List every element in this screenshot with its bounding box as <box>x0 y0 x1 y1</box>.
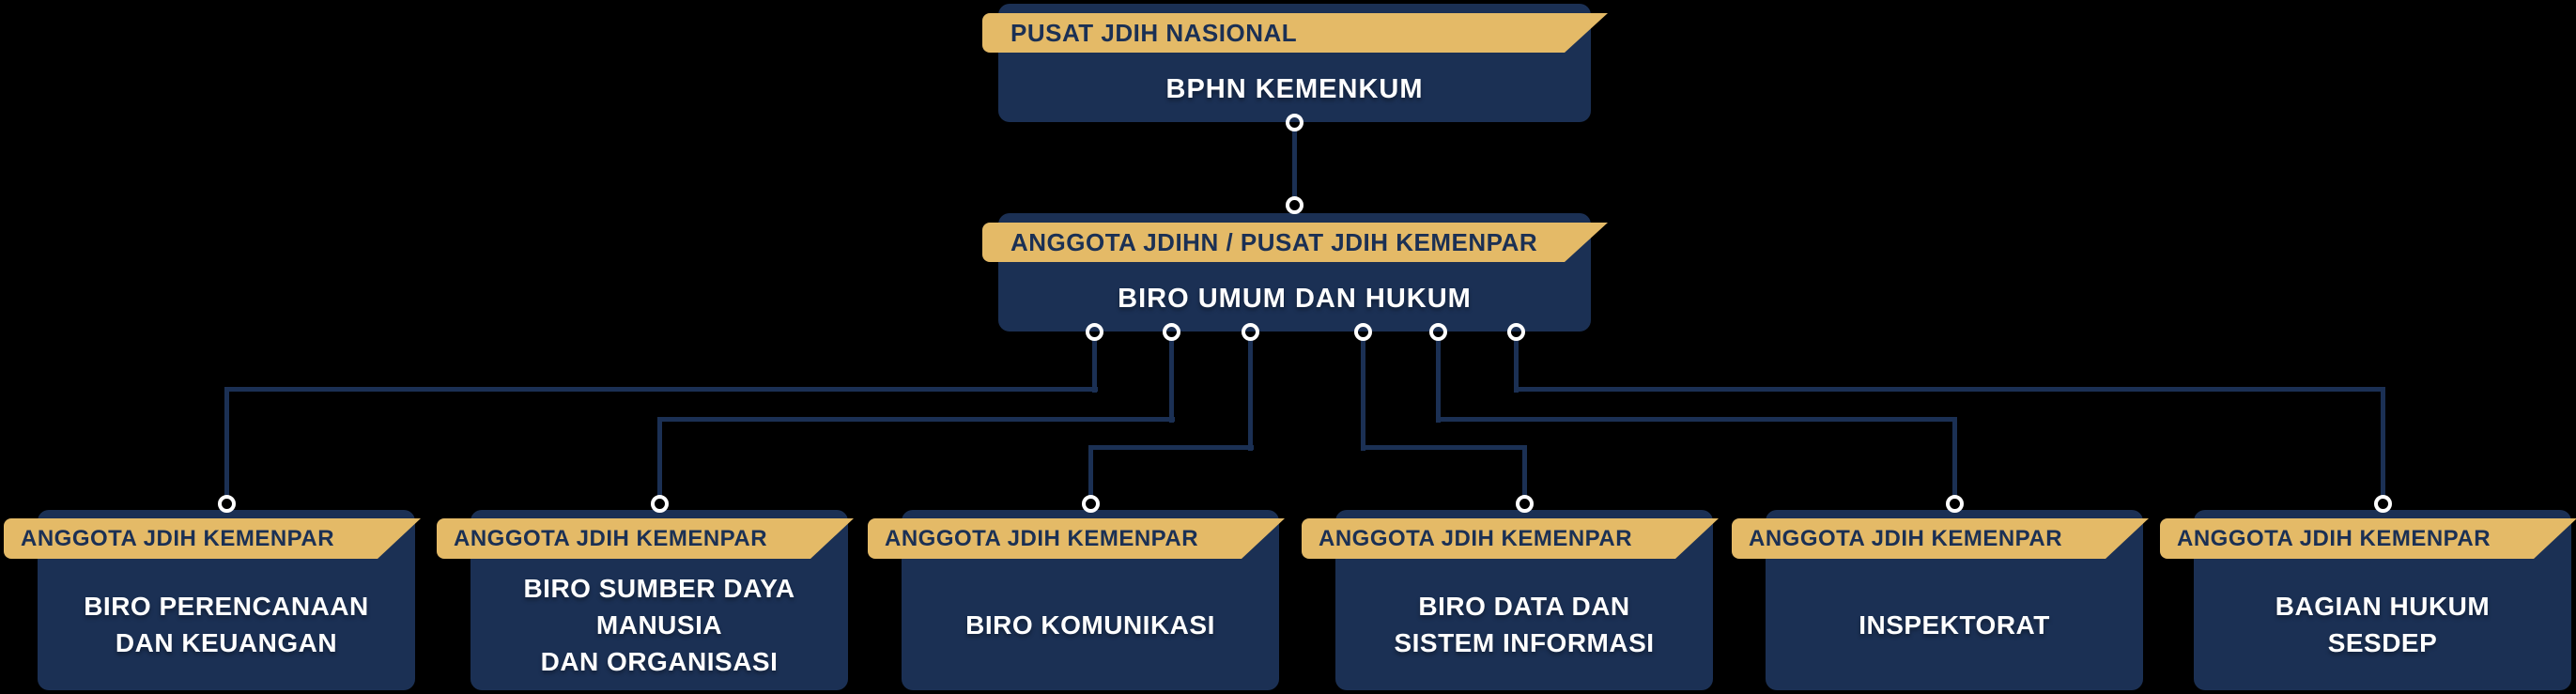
connector-child1-v2 <box>224 388 229 495</box>
child6-title: BAGIAN HUKUM SESDEP <box>2275 592 2491 657</box>
connector-child5-h <box>1436 417 1957 422</box>
middle-bottom-connector-circle-6 <box>1507 322 1525 341</box>
root-banner-label: PUSAT JDIH NASIONAL <box>1010 18 1298 47</box>
middle-bottom-connector-circle-2 <box>1163 322 1180 341</box>
root-title: BPHN KEMENKUM <box>1165 73 1424 104</box>
connector-child3-v2 <box>1088 446 1093 495</box>
org-node-child-6: ANGGOTA JDIH KEMENPAR BAGIAN HUKUM SESDE… <box>2194 495 2571 690</box>
root-bottom-connector-circle <box>1286 113 1303 131</box>
org-node-child-3: ANGGOTA JDIH KEMENPAR BIRO KOMUNIKASI <box>902 495 1279 690</box>
middle-bottom-connector-circle-4 <box>1354 322 1372 341</box>
org-node-child-4: ANGGOTA JDIH KEMENPAR BIRO DATA DAN SIST… <box>1335 495 1713 690</box>
child3-banner-ribbon: ANGGOTA JDIH KEMENPAR <box>868 518 1285 559</box>
connector-child5-v2 <box>1952 418 1957 495</box>
connector-child6-v2 <box>2381 388 2385 495</box>
middle-banner-label: ANGGOTA JDIHN / PUSAT JDIH KEMENPAR <box>1010 227 1538 256</box>
child6-banner-ribbon: ANGGOTA JDIH KEMENPAR <box>2160 518 2576 559</box>
child2-banner-label: ANGGOTA JDIH KEMENPAR <box>454 525 768 551</box>
root-banner-ribbon: PUSAT JDIH NASIONAL <box>982 13 1608 53</box>
middle-bottom-connector-circle-3 <box>1242 322 1259 341</box>
child1-banner-ribbon: ANGGOTA JDIH KEMENPAR <box>4 518 421 559</box>
child1-title: BIRO PERENCANAAN DAN KEUANGAN <box>84 592 369 657</box>
child3-banner-label: ANGGOTA JDIH KEMENPAR <box>885 525 1199 551</box>
child4-banner-label: ANGGOTA JDIH KEMENPAR <box>1319 525 1633 551</box>
connector-child3-h <box>1088 445 1254 450</box>
child2-banner-ribbon: ANGGOTA JDIH KEMENPAR <box>437 518 854 559</box>
org-node-child-1: ANGGOTA JDIH KEMENPAR BIRO PERENCANAAN D… <box>38 495 415 690</box>
child4-title: BIRO DATA DAN SISTEM INFORMASI <box>1394 592 1655 657</box>
connector-child2-h <box>657 417 1175 422</box>
connector-child4-v1 <box>1361 340 1365 451</box>
org-node-root: PUSAT JDIH NASIONAL BPHN KEMENKUM <box>998 4 1591 131</box>
connector-child3-v1 <box>1248 340 1253 451</box>
org-node-child-2: ANGGOTA JDIH KEMENPAR BIRO SUMBER DAYA M… <box>470 495 848 690</box>
connector-child2-v2 <box>657 418 662 495</box>
child1-top-connector-circle <box>217 495 236 513</box>
connector-child6-v1 <box>1514 340 1519 393</box>
middle-title: BIRO UMUM DAN HUKUM <box>1118 283 1472 314</box>
child5-banner-ribbon: ANGGOTA JDIH KEMENPAR <box>1732 518 2149 559</box>
middle-bottom-connector-circle-1 <box>1086 322 1103 341</box>
connector-child1-h <box>224 387 1098 392</box>
org-node-child-5: ANGGOTA JDIH KEMENPAR INSPEKTORAT <box>1766 495 2143 690</box>
middle-top-connector-circle <box>1286 196 1303 214</box>
child6-top-connector-circle <box>2373 495 2392 513</box>
child4-banner-ribbon: ANGGOTA JDIH KEMENPAR <box>1302 518 1719 559</box>
middle-bottom-connector-circle-5 <box>1429 322 1447 341</box>
child4-top-connector-circle <box>1515 495 1534 513</box>
connector-child6-h <box>1514 387 2385 392</box>
middle-banner-ribbon: ANGGOTA JDIHN / PUSAT JDIH KEMENPAR <box>982 223 1608 262</box>
child6-banner-label: ANGGOTA JDIH KEMENPAR <box>2177 525 2491 551</box>
child5-top-connector-circle <box>1945 495 1964 513</box>
org-node-middle: ANGGOTA JDIHN / PUSAT JDIH KEMENPAR BIRO… <box>998 196 1591 341</box>
connector-child4-v2 <box>1522 446 1527 495</box>
connector-child1-v1 <box>1092 340 1097 393</box>
child2-title: BIRO SUMBER DAYA MANUSIA DAN ORGANISASI <box>523 573 795 676</box>
child2-top-connector-circle <box>650 495 669 513</box>
child3-title: BIRO KOMUNIKASI <box>965 609 1215 640</box>
connector-child4-h <box>1361 445 1527 450</box>
connector-root-middle <box>1292 131 1297 196</box>
child5-title: INSPEKTORAT <box>1859 609 2050 640</box>
child3-top-connector-circle <box>1081 495 1100 513</box>
connector-child5-v1 <box>1436 340 1441 423</box>
connector-child2-v1 <box>1169 340 1174 423</box>
child1-banner-label: ANGGOTA JDIH KEMENPAR <box>21 525 335 551</box>
child5-banner-label: ANGGOTA JDIH KEMENPAR <box>1749 525 2063 551</box>
